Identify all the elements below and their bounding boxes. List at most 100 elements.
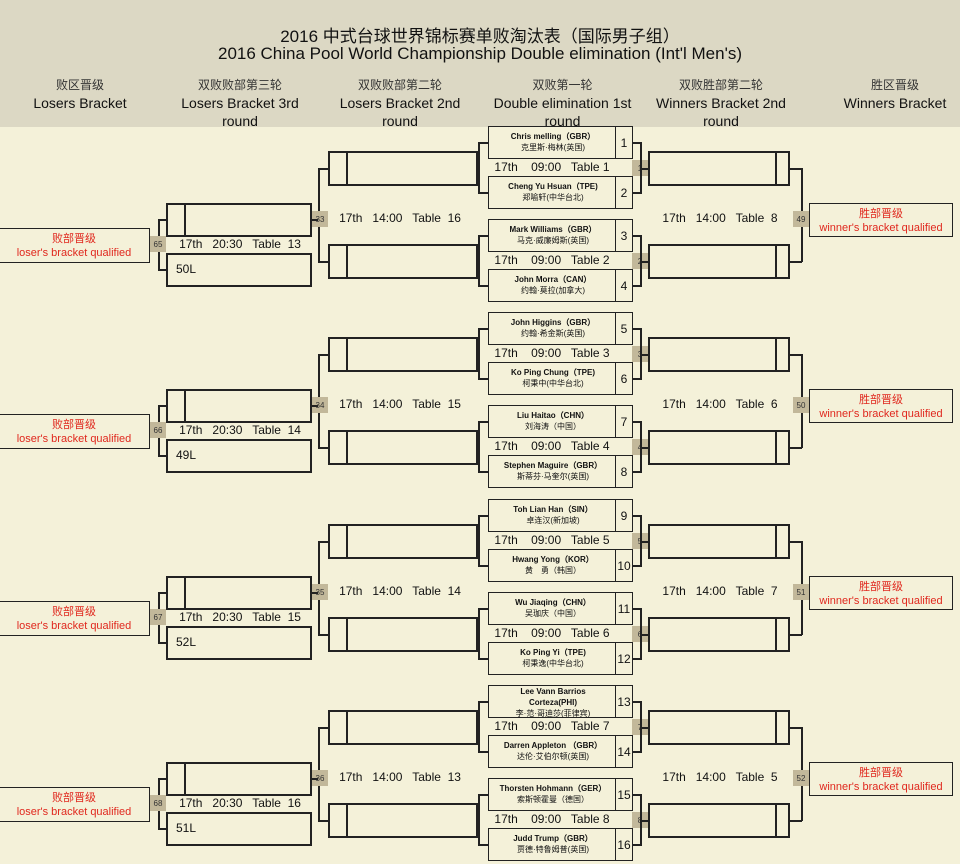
lb3-slot[interactable]: 51L: [166, 812, 312, 846]
player-slot[interactable]: Ko Ping Yi（TPE)柯秉逸(中华台北)12: [488, 642, 633, 675]
lb2-slot[interactable]: [328, 430, 478, 465]
player-slot[interactable]: Liu Haitao（CHN）刘海涛（中国）7: [488, 405, 633, 438]
lb3-slot[interactable]: [166, 389, 312, 423]
lb2-slot[interactable]: [328, 617, 478, 652]
player-name-zh: 贾德·特鲁姆普(英国): [517, 845, 589, 854]
player-seed: 9: [615, 500, 632, 531]
connector-line: [790, 168, 802, 170]
wb2-slot[interactable]: [648, 617, 790, 652]
col-zh: 败区晋级: [55, 78, 104, 92]
connector-line: [312, 778, 318, 780]
lb3-slot[interactable]: 49L: [166, 439, 312, 473]
connector-line: [478, 235, 488, 237]
lb2-slot[interactable]: [328, 710, 478, 745]
connector-line: [632, 794, 642, 796]
lb2-slot[interactable]: [328, 803, 478, 838]
player-name-en: Toh Lian Han（SIN）: [513, 505, 593, 514]
wb2-slot-divider: [775, 337, 777, 372]
lb3-slot[interactable]: 50L: [166, 253, 312, 287]
player-name-en: John Higgins（GBR）: [510, 318, 596, 327]
player-slot[interactable]: John Higgins（GBR）约翰·希金斯(英国)5: [488, 312, 633, 345]
lb3-slot-label: 52L: [176, 635, 197, 649]
player-seed: 13: [615, 686, 632, 717]
connector-line: [640, 515, 642, 566]
col-zh: 双败败部第二轮: [357, 78, 442, 92]
player-slot[interactable]: Cheng Yu Hsuan（TPE)郑喻轩(中华台北)2: [488, 176, 633, 209]
player-slot[interactable]: Ko Ping Chung（TPE)柯秉中(中华台北)6: [488, 362, 633, 395]
lb2-slot[interactable]: [328, 524, 478, 559]
player-name-zh: 黄 勇（韩国）: [525, 566, 581, 575]
player-name: Ko Ping Chung（TPE)柯秉中(中华台北): [489, 367, 617, 389]
player-name: John Higgins（GBR）约翰·希金斯(英国): [489, 317, 617, 339]
lb2-slot-divider: [346, 710, 348, 745]
connector-line: [640, 421, 642, 472]
col-en: Double elimination 1st round: [493, 95, 632, 129]
col-zh: 双败第一轮: [532, 78, 593, 92]
lb2-slot[interactable]: [328, 337, 478, 372]
player-name-en: Ko Ping Chung（TPE): [511, 368, 595, 377]
wb2-slot[interactable]: [648, 710, 790, 745]
player-slot[interactable]: Chris melling（GBR）克里斯·梅林(英国)1: [488, 126, 633, 159]
match-info: 17th 20:30 Table 16: [179, 796, 301, 810]
player-slot[interactable]: Hwang Yong（KOR）黄 勇（韩国）10: [488, 549, 633, 582]
connector-line: [158, 269, 166, 271]
match-info: 17th 09:00 Table 7: [494, 719, 610, 733]
lb3-slot[interactable]: 52L: [166, 626, 312, 660]
connector-line: [158, 455, 166, 457]
wb2-slot[interactable]: [648, 430, 790, 465]
wb2-slot-divider: [775, 617, 777, 652]
lb2-slot[interactable]: [328, 244, 478, 279]
col-en: Winners Bracket 2nd round: [656, 95, 786, 129]
player-seed: 2: [615, 177, 632, 208]
player-name: Toh Lian Han（SIN）卓连汉(新加坡): [489, 504, 617, 526]
lb3-slot[interactable]: [166, 576, 312, 610]
player-slot[interactable]: John Morra（CAN）约翰·莫拉(加拿大)4: [488, 269, 633, 302]
player-slot[interactable]: Mark Williams（GBR）马克·威廉姆斯(英国)3: [488, 219, 633, 252]
player-slot[interactable]: Judd Trump（GBR）贾德·特鲁姆普(英国)16: [488, 828, 633, 861]
player-seed: 12: [615, 643, 632, 674]
match-number-tag: 49: [793, 211, 809, 227]
wb2-slot[interactable]: [648, 803, 790, 838]
player-slot[interactable]: Wu Jiaqing（CHN）吴珈庆（中国）11: [488, 592, 633, 625]
match-number-tag: 51: [793, 584, 809, 600]
wb2-slot[interactable]: [648, 244, 790, 279]
match-number-tag: 33: [312, 211, 328, 227]
lb2-slot[interactable]: [328, 151, 478, 186]
player-slot[interactable]: Thorsten Hohmann（GER）索斯顿霍曼（德国）15: [488, 778, 633, 811]
connector-line: [158, 405, 166, 407]
player-slot[interactable]: Darren Appleton （GBR）达伦·艾伯尔顿(英国)14: [488, 735, 633, 768]
connector-line: [478, 701, 480, 752]
player-name-en: Mark Williams（GBR）: [509, 225, 597, 234]
player-slot[interactable]: Stephen Maguire（GBR）斯蒂芬·马奎尔(英国)8: [488, 455, 633, 488]
match-info: 17th 20:30 Table 14: [179, 423, 301, 437]
connector-line: [478, 192, 488, 194]
col-header-r1: 双败第一轮 Double elimination 1st round: [485, 76, 640, 130]
wb2-slot[interactable]: [648, 337, 790, 372]
lb3-slot[interactable]: [166, 762, 312, 796]
connector-line: [632, 565, 642, 567]
match-info: 17th 09:00 Table 4: [494, 439, 610, 453]
player-seed: 3: [615, 220, 632, 251]
connector-line: [642, 168, 648, 170]
connector-line: [318, 820, 328, 822]
connector-line: [632, 328, 642, 330]
lb3-slot[interactable]: [166, 203, 312, 237]
connector-line: [640, 794, 642, 845]
player-slot[interactable]: Lee Vann Barrios Corteza(PHI)李·范·哥迪莎(菲律宾…: [488, 685, 633, 718]
qualified-en: winner's bracket qualified: [819, 781, 943, 793]
wb2-slot-divider: [775, 244, 777, 279]
match-info: 17th 14:00 Table 13: [339, 770, 461, 784]
player-seed: 16: [615, 829, 632, 860]
connector-line: [312, 219, 318, 221]
player-slot[interactable]: Toh Lian Han（SIN）卓连汉(新加坡)9: [488, 499, 633, 532]
player-name-zh: 达伦·艾伯尔顿(英国): [517, 752, 589, 761]
col-zh: 胜区晋级: [870, 78, 919, 92]
wb2-slot[interactable]: [648, 524, 790, 559]
player-name-en: Ko Ping Yi（TPE): [520, 648, 586, 657]
wb2-slot[interactable]: [648, 151, 790, 186]
player-name-zh: 刘海涛（中国）: [525, 422, 581, 431]
wb2-slot-divider: [775, 151, 777, 186]
match-info: 17th 09:00 Table 8: [494, 812, 610, 826]
